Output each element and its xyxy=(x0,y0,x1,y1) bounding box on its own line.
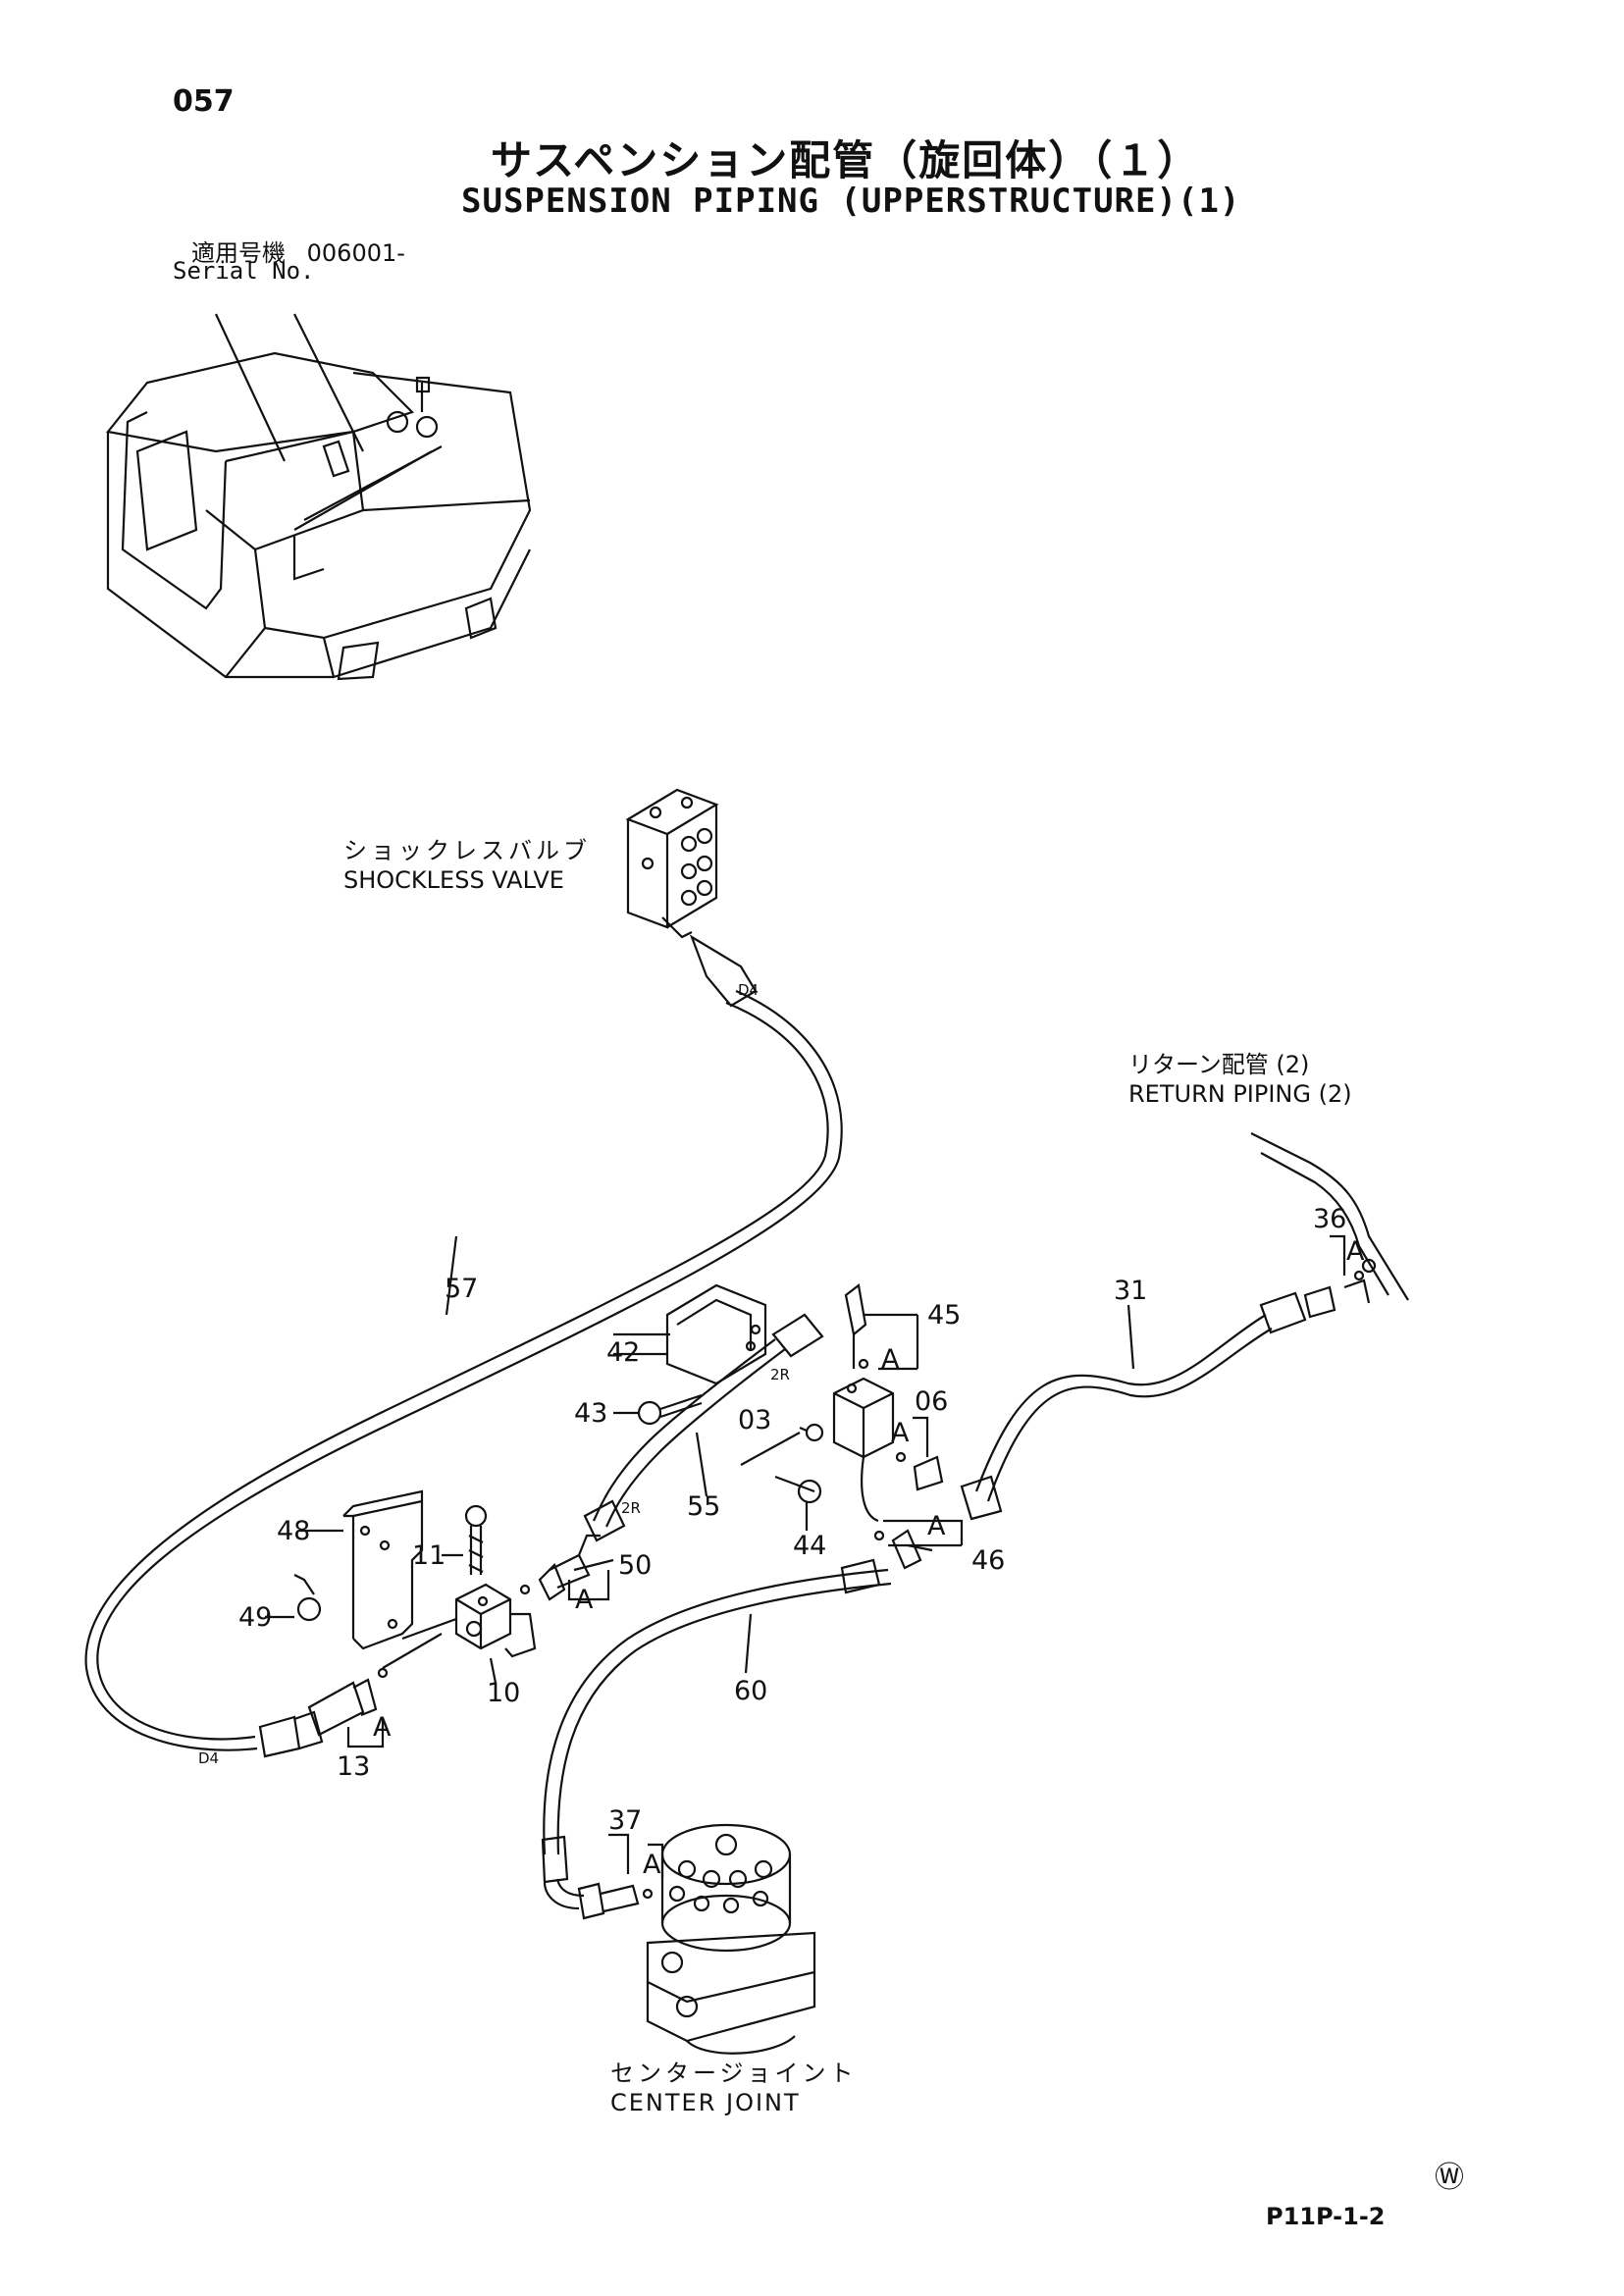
callout-43: 43 xyxy=(574,1398,608,1429)
marker-a-50: A xyxy=(575,1585,594,1615)
callout-10: 10 xyxy=(487,1678,521,1708)
block-03 xyxy=(799,1377,895,1459)
callout-44: 44 xyxy=(793,1531,827,1561)
fitting-06 xyxy=(895,1416,944,1491)
shockless-valve-label-jp: ショックレスバルブ xyxy=(343,837,591,864)
excavator-thumbnail-icon xyxy=(105,313,532,681)
callout-50: 50 xyxy=(618,1550,653,1581)
center-joint-icon xyxy=(646,1823,816,2055)
bolt-49 xyxy=(265,1574,322,1622)
marker-2r-bottom: 2R xyxy=(621,1499,641,1517)
marker-a-46: A xyxy=(927,1511,946,1541)
bolt-44 xyxy=(774,1475,822,1531)
bolt-43 xyxy=(613,1393,703,1426)
serial-value: 006001- xyxy=(306,239,405,267)
fitting-50 xyxy=(519,1534,614,1601)
callout-57: 57 xyxy=(445,1274,479,1304)
return-piping-label-jp: リターン配管 (2) xyxy=(1128,1051,1310,1078)
fitting-13 xyxy=(307,1633,443,1748)
callout-37: 37 xyxy=(608,1805,643,1836)
fitting-36 xyxy=(1303,1234,1371,1319)
bracket-42 xyxy=(613,1283,767,1385)
center-joint-label-jp: センタージョイント xyxy=(610,2060,858,2087)
shockless-valve-icon xyxy=(625,788,719,939)
serial-label-en: Serial No. xyxy=(173,257,315,285)
hose-60 xyxy=(541,1558,892,1910)
marker-d4-top: D4 xyxy=(738,981,760,999)
callout-48: 48 xyxy=(277,1516,311,1546)
callout-06: 06 xyxy=(915,1386,949,1417)
callout-55: 55 xyxy=(687,1491,721,1522)
footer-code: P11P-1-2 xyxy=(1266,2203,1386,2230)
footer-mark: Ⓦ xyxy=(1435,2161,1464,2195)
return-piping-label: リターン配管 (2) RETURN PIPING (2) xyxy=(1128,1050,1352,1109)
marker-a-45: A xyxy=(881,1344,900,1375)
serial-label-jp-text: 適用号機 xyxy=(191,239,286,267)
hose-55 xyxy=(583,1313,824,1542)
bolt-11 xyxy=(442,1504,488,1575)
shockless-valve-label: ショックレスバルブ SHOCKLESS VALVE xyxy=(343,836,591,895)
return-piping-line xyxy=(1250,1132,1409,1301)
callout-11: 11 xyxy=(412,1540,446,1571)
marker-d4-bottom: D4 xyxy=(198,1749,220,1767)
elbow-46 xyxy=(861,1456,964,1570)
callout-42: 42 xyxy=(606,1337,641,1368)
callout-45: 45 xyxy=(927,1300,962,1331)
marker-2r-top: 2R xyxy=(770,1366,790,1383)
center-joint-label-en: CENTER JOINT xyxy=(610,2089,801,2116)
marker-a-06: A xyxy=(891,1418,910,1448)
hose-31 xyxy=(960,1291,1307,1521)
marker-a-37a: A xyxy=(643,1850,661,1880)
page-title-jp: サスペンション配管（旋回体）（１） xyxy=(491,136,1201,184)
fitting-45 xyxy=(844,1283,919,1371)
return-piping-label-en: RETURN PIPING (2) xyxy=(1128,1080,1352,1108)
callout-60: 60 xyxy=(734,1676,768,1706)
hose-57 xyxy=(84,934,843,1758)
block-10 xyxy=(401,1583,537,1684)
bracket-48 xyxy=(299,1489,424,1650)
callout-46: 46 xyxy=(971,1545,1006,1576)
callout-13: 13 xyxy=(337,1751,371,1782)
marker-a-36: A xyxy=(1346,1236,1365,1267)
center-joint-label: センタージョイント CENTER JOINT xyxy=(610,2059,858,2117)
page-title-en: SUSPENSION PIPING (UPPERSTRUCTURE)(1) xyxy=(461,182,1241,221)
callout-31: 31 xyxy=(1114,1276,1148,1306)
shockless-valve-label-en: SHOCKLESS VALVE xyxy=(343,866,564,894)
callout-03: 03 xyxy=(738,1405,772,1435)
marker-a-13: A xyxy=(373,1712,392,1743)
serial-label-jp: 適用号機 006001- xyxy=(191,234,405,268)
callout-49: 49 xyxy=(238,1602,273,1633)
callout-36: 36 xyxy=(1313,1204,1347,1234)
page-number: 057 xyxy=(173,84,235,119)
